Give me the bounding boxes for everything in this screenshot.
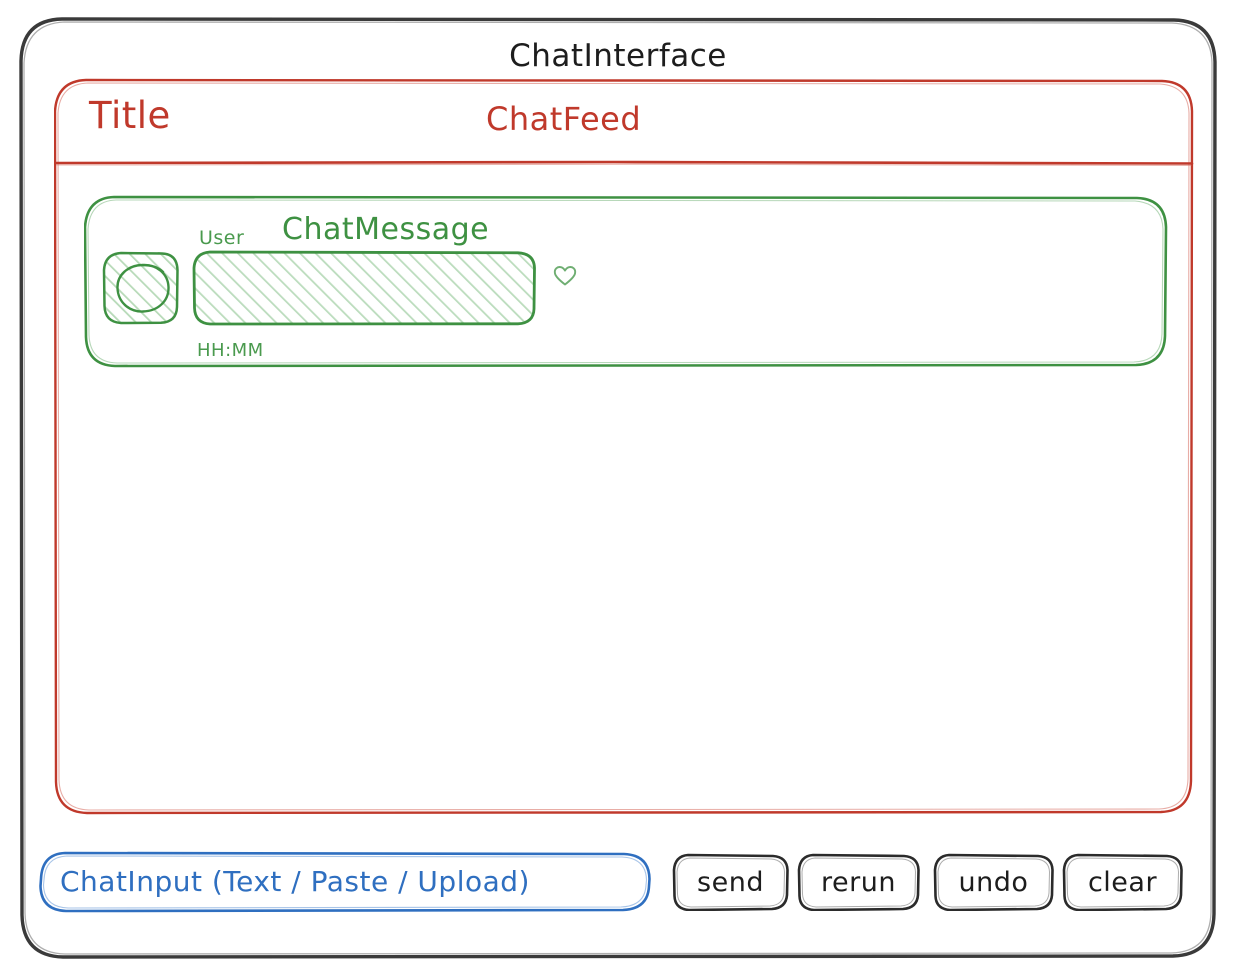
send-button-outline — [672, 853, 789, 911]
clear-button-label: clear — [1087, 866, 1158, 898]
window-frame: ChatInterface — [18, 16, 1218, 960]
chat-message-timestamp: HH:MM — [197, 340, 264, 361]
clear-button[interactable]: clear — [1062, 853, 1183, 911]
chat-message-card[interactable]: User ChatMessage HH:MM — [84, 194, 1169, 369]
send-button[interactable]: send — [672, 853, 789, 911]
chat-input[interactable]: ChatInput (Text / Paste / Upload) — [38, 851, 651, 913]
chat-feed-component-label: ChatFeed — [486, 100, 642, 138]
chat-input-outline — [39, 851, 651, 913]
heart-icon-shape — [553, 266, 577, 286]
chat-input-placeholder: ChatInput (Text / Paste / Upload) — [60, 865, 530, 898]
rerun-button-label: rerun — [821, 866, 896, 898]
window-frame-outline — [19, 17, 1217, 959]
chat-feed-panel: Title ChatFeed — [54, 78, 1194, 815]
clear-button-outline — [1062, 853, 1183, 911]
rerun-button-outline — [797, 853, 920, 911]
window-title: ChatInterface — [509, 38, 727, 74]
undo-button[interactable]: undo — [933, 853, 1054, 911]
chat-message-component-label: ChatMessage — [282, 212, 490, 247]
chat-message-graphics — [84, 195, 1168, 368]
chat-message-user-label: User — [199, 227, 245, 249]
undo-button-label: undo — [958, 866, 1029, 898]
feed-title-label: Title — [89, 94, 171, 137]
chat-feed-outline — [54, 78, 1194, 815]
rerun-button[interactable]: rerun — [797, 853, 920, 911]
composer-bar: ChatInput (Text / Paste / Upload) send r… — [38, 848, 1183, 920]
send-button-label: send — [697, 866, 764, 898]
undo-button-outline — [933, 853, 1054, 911]
